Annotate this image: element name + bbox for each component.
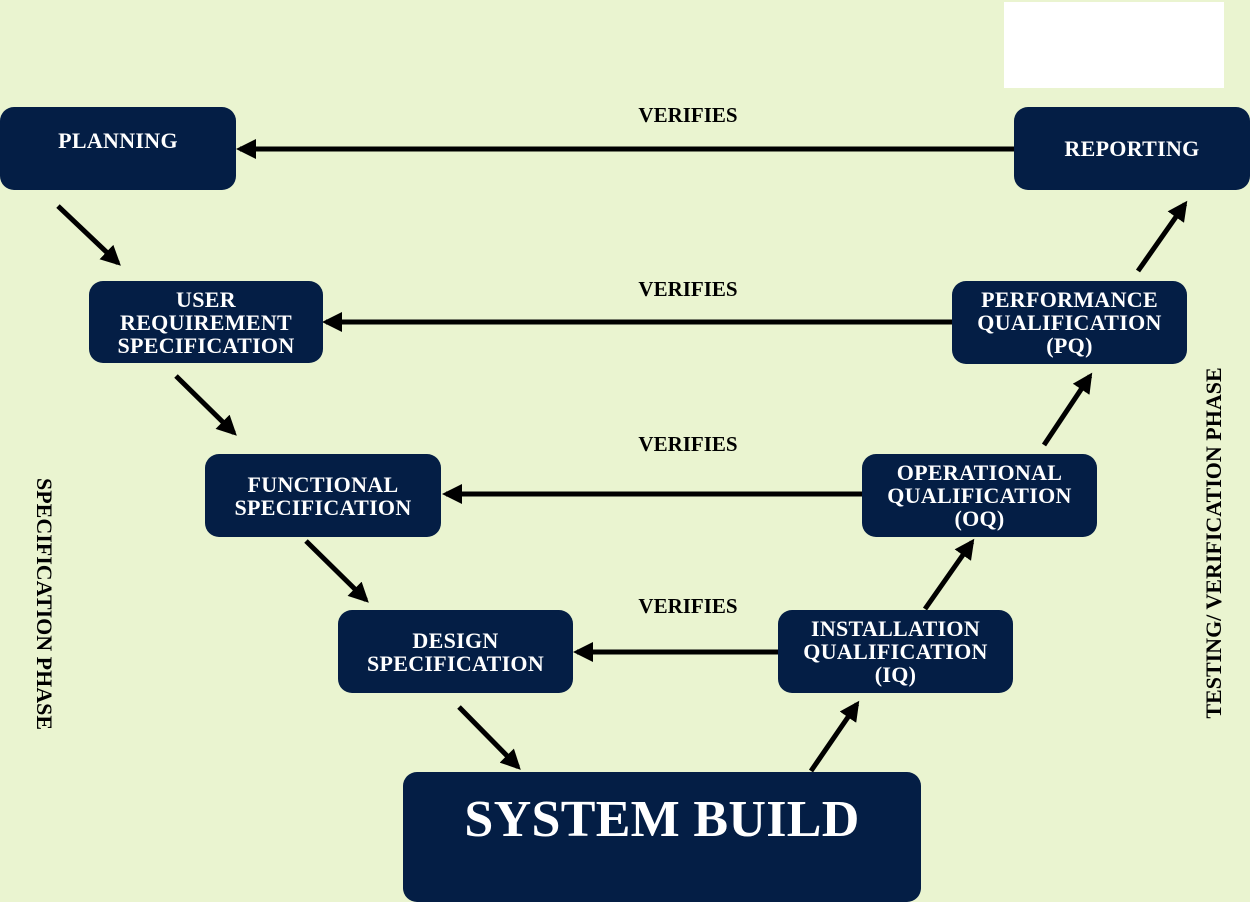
- node-urs-line-3: SPECIFICATION: [117, 332, 295, 358]
- arrow-oq-to-pq: [1041, 372, 1093, 447]
- node-installation-qualification: INSTALLATION QUALIFICATION (IQ): [778, 610, 1013, 693]
- verifies-label-4: VERIFIES: [638, 594, 738, 618]
- node-operational-qualification: OPERATIONAL QUALIFICATION (OQ): [862, 454, 1097, 537]
- node-system-build: SYSTEM BUILD: [403, 772, 921, 902]
- node-oq-line-1: OPERATIONAL: [896, 460, 1063, 485]
- arrow-build-to-iq: [808, 700, 860, 773]
- node-reporting: REPORTING: [1014, 107, 1250, 190]
- node-functional-specification: FUNCTIONAL SPECIFICATION: [205, 454, 441, 537]
- node-iq-line-2: QUALIFICATION: [803, 639, 988, 664]
- arrow-fs-to-ds: [304, 539, 369, 603]
- node-planning-label: PLANNING: [58, 128, 178, 153]
- arrow-planning-to-urs: [56, 204, 121, 266]
- node-iq-line-1: INSTALLATION: [810, 616, 981, 641]
- node-oq-line-2: QUALIFICATION: [887, 483, 1072, 508]
- node-urs-line-1: USER: [176, 286, 236, 312]
- node-fs-line-1: FUNCTIONAL: [247, 471, 399, 497]
- arrow-ds-to-build: [457, 705, 521, 770]
- verifies-label-3: VERIFIES: [638, 432, 738, 456]
- node-pq-line-3: (PQ): [1046, 333, 1093, 358]
- testing-verification-phase-label: TESTING/ VERIFICATION PHASE: [1201, 367, 1226, 719]
- node-design-specification: DESIGN SPECIFICATION: [338, 610, 573, 693]
- node-ds-line-1: DESIGN: [412, 627, 499, 653]
- node-user-requirement-specification: USER REQUIREMENT SPECIFICATION: [89, 281, 323, 363]
- node-pq-line-2: QUALIFICATION: [977, 310, 1162, 335]
- specification-phase-label: SPECIFICATION PHASE: [32, 477, 57, 731]
- node-performance-qualification: PERFORMANCE QUALIFICATION (PQ): [952, 281, 1187, 364]
- verifies-label-1: VERIFIES: [638, 103, 738, 127]
- arrow-pq-to-reporting: [1135, 200, 1188, 273]
- node-pq-line-1: PERFORMANCE: [981, 287, 1158, 312]
- arrow-urs-to-fs: [174, 374, 237, 436]
- node-ds-line-2: SPECIFICATION: [366, 650, 545, 676]
- arrow-iq-to-oq: [922, 538, 975, 611]
- node-planning: PLANNING: [0, 107, 236, 190]
- node-fs-line-2: SPECIFICATION: [234, 494, 412, 520]
- node-reporting-label: REPORTING: [1064, 136, 1200, 161]
- node-urs-line-2: REQUIREMENT: [120, 309, 292, 335]
- blank-overlay: [1004, 2, 1224, 88]
- node-iq-line-3: (IQ): [874, 662, 917, 687]
- node-oq-line-3: (OQ): [954, 506, 1005, 531]
- node-build-label: SYSTEM BUILD: [464, 791, 860, 848]
- verifies-label-2: VERIFIES: [638, 277, 738, 301]
